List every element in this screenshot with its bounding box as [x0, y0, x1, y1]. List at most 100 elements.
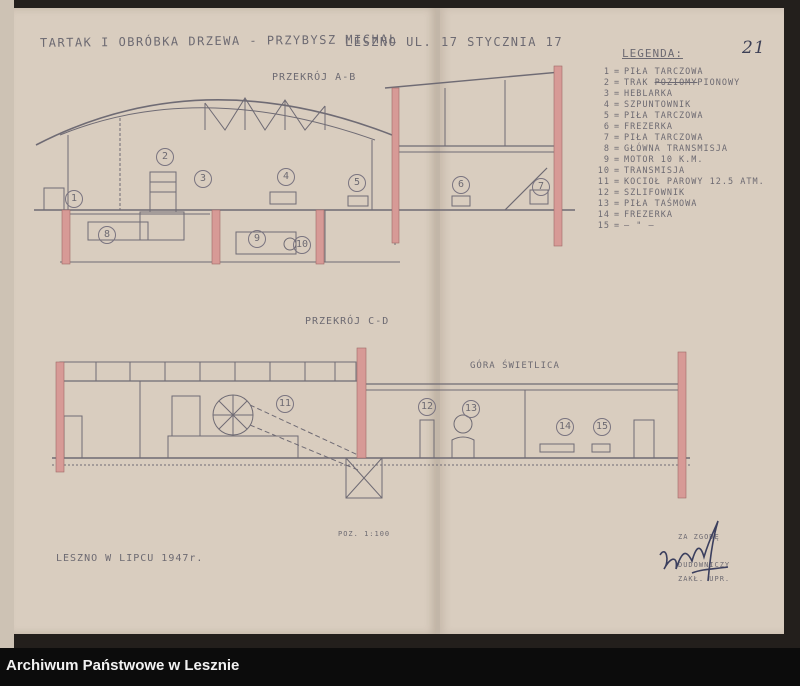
signature-caption-line-1: ZA ZGODĘ — [678, 533, 720, 541]
scale-label: POZ. 1:100 — [338, 530, 391, 538]
legend-title: LEGENDA: — [622, 47, 683, 60]
wall-ab-3 — [315, 209, 325, 265]
legend-text: TRAK — [624, 78, 655, 88]
legend-num: 2 — [603, 78, 610, 88]
archive-name: Archiwum Państwowe w Lesznie — [6, 657, 240, 674]
room-label: GÓRA ŚWIETLICA — [470, 361, 560, 371]
wall-cd-1 — [55, 361, 65, 473]
scanned-sheet: TARTAK I OBRÓBKA DRZEWA - PRZYBYSZ MICHA… — [0, 0, 800, 648]
legend-item: 11=KOCIOŁ PAROWY 12.5 ATM. — [580, 177, 765, 188]
legend-item: 6=FREZERKA — [580, 122, 765, 133]
legend-struck-text: POZIOMY — [654, 78, 698, 88]
legend-text: SZPUNTOWNIK — [624, 100, 692, 110]
place-date: LESZNO W LIPCU 1947r. — [56, 553, 204, 564]
paper-left-half — [14, 8, 438, 634]
page-number: 21 — [742, 38, 766, 58]
legend-text: PIŁA TARCZOWA — [624, 133, 704, 143]
motor-9-base — [235, 231, 297, 255]
legend-item: 13=PIŁA TAŚMOWA — [580, 199, 765, 210]
book-edge — [0, 0, 14, 648]
legend-text: PIŁA TAŚMOWA — [624, 199, 698, 209]
marker-14: 14 — [556, 418, 574, 436]
marker-7: 7 — [532, 178, 550, 196]
legend-item: 15=— " — — [580, 221, 765, 232]
section-cd-label: PRZEKRÓJ C-D — [305, 316, 390, 327]
legend-item: 5=PIŁA TARCZOWA — [580, 111, 765, 122]
legend-num: 3 — [603, 89, 610, 99]
marker-4: 4 — [277, 168, 295, 186]
marker-10: 10 — [293, 236, 311, 254]
door-cd-left — [63, 415, 83, 459]
signature-caption-line-2: DUDOWNICZY — [678, 561, 731, 569]
legend-num: 11 — [597, 177, 610, 187]
legend-num: 10 — [597, 166, 610, 176]
legend-list: 1=PIŁA TARCZOWA 2=TRAK POZIOMYPIONOWY 3=… — [580, 67, 765, 232]
legend-num: 14 — [597, 210, 610, 220]
legend-num: 4 — [603, 100, 610, 110]
signature-caption-line-3: ZAKŁ. UPR. — [678, 575, 731, 583]
drawing-address: LESZNO UL. 17 STYCZNIA 17 — [345, 35, 564, 49]
legend-text: — " — — [624, 221, 655, 231]
wall-ab-5 — [553, 65, 563, 247]
legend-item: 3=HEBLARKA — [580, 89, 765, 100]
legend-num: 8 — [603, 144, 610, 154]
wall-ab-4 — [391, 87, 400, 244]
legend-text: PIŁA TARCZOWA — [624, 111, 704, 121]
marker-6: 6 — [452, 176, 470, 194]
legend-item: 2=TRAK POZIOMYPIONOWY — [580, 78, 765, 89]
legend-num: 9 — [603, 155, 610, 165]
marker-9: 9 — [248, 230, 266, 248]
marker-12: 12 — [418, 398, 436, 416]
paper-right-half — [438, 8, 784, 634]
legend-text: GŁÓWNA TRANSMISJA — [624, 144, 728, 154]
arched-roof — [35, 99, 393, 146]
signature-caption: ZA ZGODĘ DUDOWNICZY ZAKŁ. UPR. — [678, 530, 730, 586]
legend-num: 1 — [603, 67, 610, 77]
right-building-roof — [384, 71, 561, 245]
legend-item: 14=FREZERKA — [580, 210, 765, 221]
marker-2: 2 — [156, 148, 174, 166]
roof-truss-web — [204, 97, 326, 131]
legend-text: MOTOR 10 K.M. — [624, 155, 704, 165]
legend-text: TRANSMISJA — [624, 166, 686, 176]
legend-text: FREZERKA — [624, 122, 673, 132]
marker-3: 3 — [194, 170, 212, 188]
marker-8: 8 — [98, 226, 116, 244]
legend-text: FREZERKA — [624, 210, 673, 220]
legend-item: 1=PIŁA TARCZOWA — [580, 67, 765, 78]
technical-drawing — [34, 65, 690, 499]
legend-item: 4=SZPUNTOWNIK — [580, 100, 765, 111]
legend-num: 15 — [597, 221, 610, 231]
bandsaw-wheel — [453, 414, 473, 434]
legend-text: HEBLARKA — [624, 89, 673, 99]
legend-num: 12 — [597, 188, 610, 198]
wall-ab-1 — [61, 209, 71, 265]
legend-num: 13 — [597, 199, 610, 209]
wall-cd-2 — [356, 347, 367, 459]
marker-11: 11 — [276, 395, 294, 413]
marker-5: 5 — [348, 174, 366, 192]
archive-footer: Archiwum Państwowe w Lesznie — [0, 648, 800, 686]
legend-num: 6 — [603, 122, 610, 132]
wall-cd-3 — [677, 351, 687, 499]
legend-num: 7 — [603, 133, 610, 143]
marker-1: 1 — [65, 190, 83, 208]
marker-13: 13 — [462, 400, 480, 418]
legend-item: 12=SZLIFOWNIK — [580, 188, 765, 199]
legend-text: KOCIOŁ PAROWY 12.5 ATM. — [624, 177, 765, 187]
section-ab-label: PRZEKRÓJ A-B — [272, 72, 357, 83]
legend-item: 9=MOTOR 10 K.M. — [580, 155, 765, 166]
door-cd-right — [633, 419, 655, 459]
legend-item: 8=GŁÓWNA TRANSMISJA — [580, 144, 765, 155]
legend-item: 7=PIŁA TARCZOWA — [580, 133, 765, 144]
marker-15: 15 — [593, 418, 611, 436]
legend-num: 5 — [603, 111, 610, 121]
legend-item: 10=TRANSMISJA — [580, 166, 765, 177]
wall-ab-2 — [211, 209, 221, 265]
legend-text: PIŁA TARCZOWA — [624, 67, 704, 77]
roof-inner-chord — [59, 107, 376, 141]
signature-mark — [659, 520, 729, 582]
legend-correction-text: PIONOWY — [697, 78, 741, 88]
legend-text: SZLIFOWNIK — [624, 188, 686, 198]
paper-fold — [436, 8, 440, 634]
